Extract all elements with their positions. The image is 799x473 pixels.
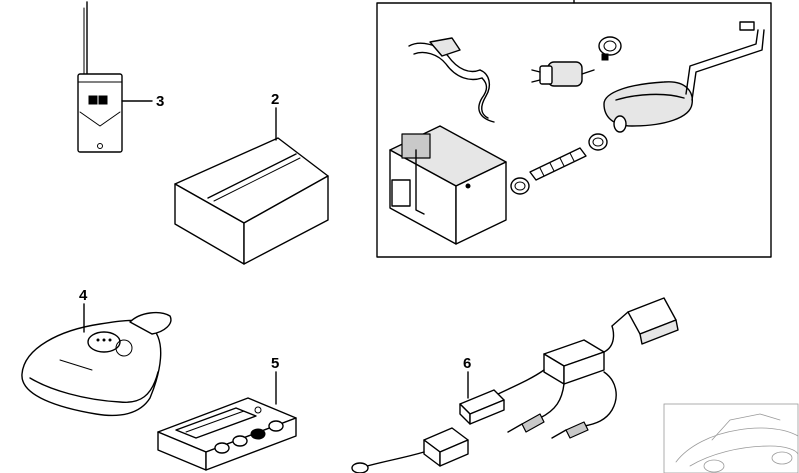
cable-to-clip-a [583, 371, 617, 427]
hose-clamp-middle [588, 133, 608, 151]
car-front-wheel [703, 459, 725, 473]
adapter-plug-end [351, 462, 369, 473]
remote-key-fob-icon[interactable] [21, 311, 172, 417]
hose-clamp-middle-inner [592, 137, 604, 147]
cable-to-plug [493, 369, 545, 397]
car-roofline [675, 427, 799, 463]
transmitter-button-right [98, 95, 108, 105]
exhaust-pipe [685, 29, 759, 95]
transmitter-button-left [88, 95, 98, 105]
clip-jaw-b [507, 423, 523, 433]
timer-button-4 [268, 420, 284, 432]
box-side [243, 175, 329, 265]
dsub-cable [611, 311, 629, 327]
pump-pin-2 [531, 79, 541, 83]
key-fob-edge [29, 371, 159, 403]
adapter-cable [359, 451, 425, 469]
package-box-icon[interactable] [174, 137, 329, 265]
exhaust-bracket [739, 21, 755, 31]
vehicle-thumbnail-icon [663, 403, 799, 473]
clamp-screw-upper [601, 53, 609, 61]
cable-to-clip-b [539, 383, 565, 419]
transmitter-body [77, 73, 123, 153]
hose-connector [429, 37, 461, 57]
heater-screw [465, 183, 471, 189]
timer-button-3 [250, 428, 266, 440]
callout-label-4: 4 [79, 287, 88, 304]
key-fob-logo-text [59, 359, 93, 371]
key-fob-dot-1 [96, 338, 100, 342]
timer-display [175, 407, 257, 439]
heater-connector [391, 179, 411, 207]
timer-led [254, 406, 262, 414]
fuel-pump-body [547, 61, 583, 87]
dsub-shell [639, 319, 679, 345]
callout-label-2: 2 [271, 91, 279, 108]
car-rear-wheel [771, 451, 793, 465]
alligator-clip-b [521, 413, 545, 433]
flex-exhaust-hose [529, 147, 587, 181]
pump-pin-1 [531, 69, 541, 73]
heater-mount [415, 149, 425, 215]
cable-to-dsub [603, 325, 615, 353]
key-fob-button-round [115, 339, 133, 357]
fuel-hose-upper [408, 42, 481, 73]
hose-clamp-upper-inner [603, 40, 617, 52]
box-tape [207, 153, 297, 199]
transmitter-panel-line [79, 111, 121, 127]
diagnostic-cable-icon[interactable] [351, 297, 679, 473]
key-fob-dot-3 [108, 338, 112, 342]
adapter-side [439, 439, 469, 467]
plug-connector-side [469, 399, 505, 425]
fuel-pump-cap [539, 65, 553, 85]
callout-label-3: 3 [156, 93, 164, 110]
remote-transmitter-icon[interactable] [77, 1, 123, 153]
hose-clamp-lower [510, 177, 530, 195]
fuel-hose-drop [479, 69, 491, 119]
timer-button-2 [232, 435, 248, 447]
car-beltline [689, 445, 799, 467]
key-fob-dot-2 [102, 338, 106, 342]
pump-outlet [581, 69, 595, 75]
heater-side [455, 161, 507, 245]
vehicle-thumbnail-frame [663, 403, 799, 473]
junction-box-side [563, 351, 605, 385]
box-tape-edge [213, 157, 301, 202]
callout-label-5: 5 [271, 355, 279, 372]
flex-rib-1 [539, 167, 545, 177]
timer-control-icon[interactable] [157, 397, 297, 471]
exhaust-pipe-2 [691, 29, 765, 101]
silencer-inlet [613, 115, 627, 133]
callout-label-6: 6 [463, 355, 471, 372]
hose-clamp-lower-inner [514, 181, 526, 191]
alligator-clip-a [565, 421, 589, 439]
transmitter-led [97, 143, 103, 149]
fuel-hose-lower [413, 51, 483, 81]
key-fob-blade [129, 311, 172, 335]
timer-button-1 [214, 442, 230, 454]
auxiliary-heater-kit-icon[interactable] [376, 0, 772, 258]
hose-clamp-upper [598, 36, 622, 56]
flex-rib-4 [569, 152, 575, 162]
car-windshield [711, 413, 781, 441]
silencer-seam [615, 93, 685, 101]
timer-display-line [185, 410, 245, 433]
flex-rib-2 [549, 162, 555, 172]
key-fob-button-panel [87, 331, 121, 353]
flex-rib-3 [559, 157, 565, 167]
clip-jaw-a [551, 429, 567, 439]
key-fob-body [21, 319, 162, 417]
fuel-hose-drop-2 [478, 77, 495, 123]
